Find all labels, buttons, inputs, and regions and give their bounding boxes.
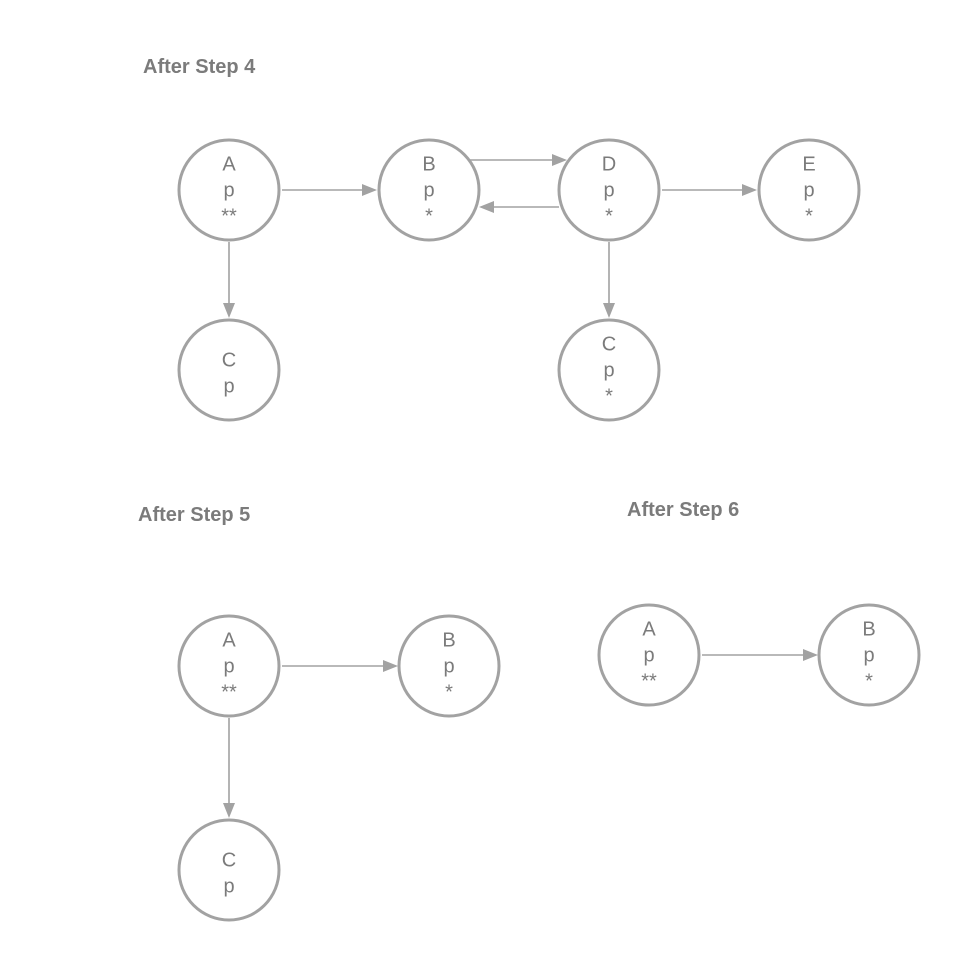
node-e: Ep *: [757, 138, 861, 242]
edge-b-to-d: [470, 154, 567, 166]
node-circle: [597, 603, 701, 707]
node-label-line: p: [423, 179, 434, 201]
edge-d-to-e: [662, 184, 757, 196]
arrowhead: [223, 803, 235, 818]
node-label-line: E: [802, 153, 815, 175]
arrowhead: [362, 184, 377, 196]
node-label-line: *: [605, 205, 613, 227]
node-label-line: *: [425, 205, 433, 227]
node-label-line: C: [222, 849, 236, 871]
node-circle: [557, 138, 661, 242]
node-label-line: p: [223, 375, 234, 397]
node-label-line: **: [641, 670, 657, 692]
node-label-line: A: [222, 153, 236, 175]
node-circle: [177, 818, 281, 922]
diagram-step6: Ap ** Bp *: [597, 603, 921, 707]
node-d: Dp *: [557, 138, 661, 242]
edge-a-to-c1: [223, 242, 235, 318]
node-label-line: p: [603, 179, 614, 201]
node-label-line: A: [642, 618, 656, 640]
node-label-line: *: [605, 385, 613, 407]
arrowhead: [383, 660, 398, 672]
node-label-line: D: [602, 153, 616, 175]
node-label-line: p: [863, 644, 874, 666]
node-label-line: p: [223, 655, 234, 677]
edge-d-to-b: [479, 201, 559, 213]
node-b: Bp *: [817, 603, 921, 707]
arrowhead: [742, 184, 757, 196]
node-label-line: *: [805, 205, 813, 227]
node-a: Ap **: [177, 138, 281, 242]
arrowhead: [223, 303, 235, 318]
node-label-line: B: [442, 629, 455, 651]
edge-a-to-b: [702, 649, 818, 661]
node-label-line: p: [803, 179, 814, 201]
diagram-title-step5: After Step 5: [138, 504, 251, 526]
node-b: Bp *: [377, 138, 481, 242]
node-label-line: *: [445, 681, 453, 703]
node-label-line: p: [223, 179, 234, 201]
edge-a-to-b: [282, 660, 398, 672]
edge-a-to-b: [282, 184, 377, 196]
diagram-step5: Ap ** Bp * Cp: [177, 614, 501, 922]
edge-d-to-c2: [603, 242, 615, 318]
node-c: Cp: [177, 818, 281, 922]
node-label-line: **: [221, 205, 237, 227]
node-label-line: A: [222, 629, 236, 651]
node-circle: [397, 614, 501, 718]
edge-a-to-c: [223, 718, 235, 818]
node-a: Ap **: [597, 603, 701, 707]
node-circle: [557, 318, 661, 422]
arrowhead: [552, 154, 567, 166]
node-circle: [817, 603, 921, 707]
node-circle: [177, 614, 281, 718]
node-circle: [177, 318, 281, 422]
node-label-line: p: [643, 644, 654, 666]
node-label-line: p: [603, 359, 614, 381]
node-label-line: B: [862, 618, 875, 640]
node-c2: Cp *: [557, 318, 661, 422]
node-label-line: C: [222, 349, 236, 371]
node-label-line: **: [221, 681, 237, 703]
node-a: Ap **: [177, 614, 281, 718]
node-label-line: *: [865, 670, 873, 692]
node-label-line: C: [602, 333, 616, 355]
node-c1: Cp: [177, 318, 281, 422]
diagram-title-step6: After Step 6: [627, 499, 740, 521]
arrowhead: [603, 303, 615, 318]
arrowhead: [803, 649, 818, 661]
node-circle: [377, 138, 481, 242]
node-label-line: p: [443, 655, 454, 677]
node-circle: [757, 138, 861, 242]
diagram-title-step4: After Step 4: [143, 56, 256, 78]
node-b: Bp *: [397, 614, 501, 718]
node-label-line: B: [422, 153, 435, 175]
node-circle: [177, 138, 281, 242]
arrowhead: [479, 201, 494, 213]
node-label-line: p: [223, 875, 234, 897]
